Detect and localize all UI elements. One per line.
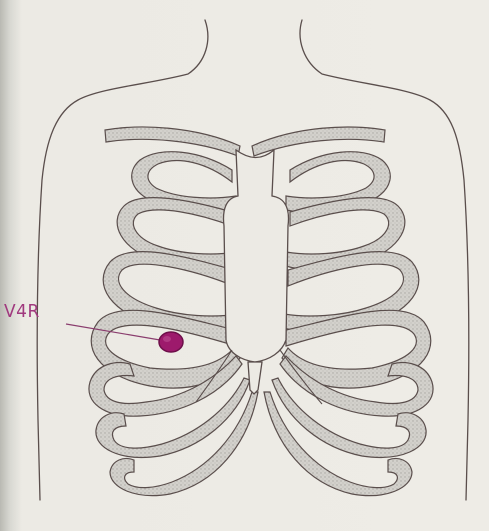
ribs-right: [264, 152, 433, 496]
electrode-v4r-marker: [159, 332, 183, 352]
electrode-label: V4R: [4, 302, 40, 323]
